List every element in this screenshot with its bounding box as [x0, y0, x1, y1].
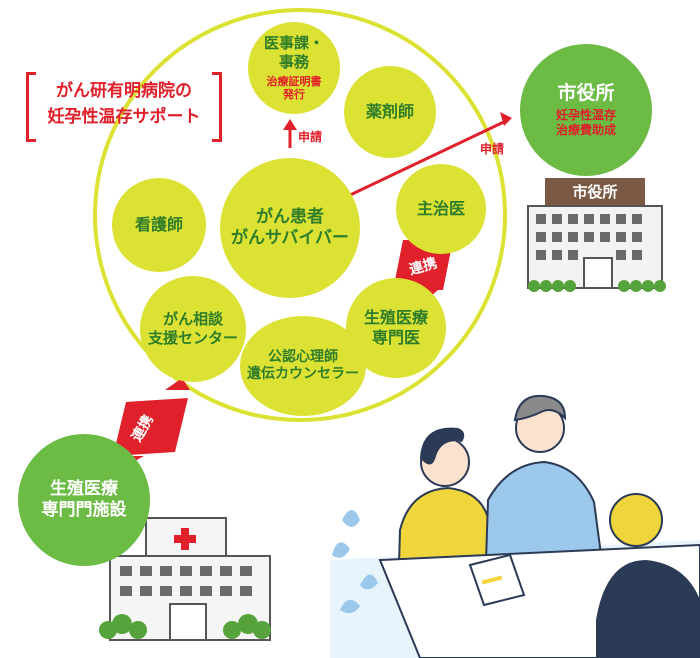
node-attending: 主治医 — [396, 164, 486, 254]
facility-line1: 生殖医療 — [50, 478, 118, 499]
title-box: がん研有明病院の 妊孕性温存サポート — [26, 72, 222, 142]
title-line2: 妊孕性温存サポート — [47, 107, 201, 128]
title-line1: がん研有明病院の — [56, 81, 192, 101]
medical-office-line1: 医事課・ — [263, 34, 324, 52]
medical-office-sub2: 発行 — [283, 88, 305, 102]
node-medical-office: 医事課・ 事務 治療証明書 発行 — [248, 22, 340, 114]
city-office-title: 市役所 — [557, 81, 615, 104]
city-hall-building — [527, 178, 666, 292]
medical-office-sub1: 治療証明書 — [266, 74, 322, 88]
facility-line2: 専門門施設 — [41, 500, 127, 520]
center-line1: がん患者 — [256, 206, 324, 227]
consult-line1: がん相談 — [162, 310, 223, 329]
medical-office-sub: 治療証明書 発行 — [267, 75, 322, 103]
city-hall-sign: 市役所 — [572, 183, 618, 201]
consultation-illustration — [330, 394, 700, 658]
arrow-to-city-office — [347, 112, 512, 198]
node-nurse: 看護師 — [112, 178, 206, 272]
medical-office-line2: 事務 — [278, 52, 309, 71]
apply-label-medical: 申請 — [298, 130, 323, 144]
city-office-sub2: 治療費助成 — [555, 123, 616, 138]
repro-facility-circle: 生殖医療 専門門施設 — [18, 434, 150, 566]
psychologist-line1: 公認心理師 — [268, 348, 338, 365]
title-text: がん研有明病院の 妊孕性温存サポート — [26, 78, 222, 131]
nurse-label: 看護師 — [134, 215, 183, 234]
support-ring — [93, 8, 507, 422]
attending-label: 主治医 — [416, 199, 465, 218]
apply-label-city: 申請 — [480, 142, 505, 156]
repro-facility-building — [99, 517, 271, 641]
node-pharmacist: 薬剤師 — [344, 66, 436, 158]
repro-doctor-line2: 専門医 — [371, 328, 420, 347]
repro-doctor-line1: 生殖医療 — [363, 308, 428, 327]
center-patient-circle: がん患者 がんサバイバー — [220, 158, 360, 298]
center-line2: がんサバイバー — [231, 228, 349, 248]
pharmacist-label: 薬剤師 — [365, 102, 414, 121]
consult-line2: 支援センター — [147, 329, 238, 347]
node-consult-center: がん相談 支援センター — [140, 276, 246, 382]
city-office-circle: 市役所 妊孕性温存 治療費助成 — [520, 44, 652, 176]
psychologist-line2: 遺伝カウンセラー — [247, 366, 359, 382]
title-bracket-right — [212, 72, 222, 142]
title-bracket-left — [26, 72, 36, 142]
city-office-sub1: 妊孕性温存 — [555, 108, 616, 123]
node-psychologist: 公認心理師 遺伝カウンセラー — [240, 316, 366, 416]
arrow-to-medical-office — [283, 119, 297, 148]
